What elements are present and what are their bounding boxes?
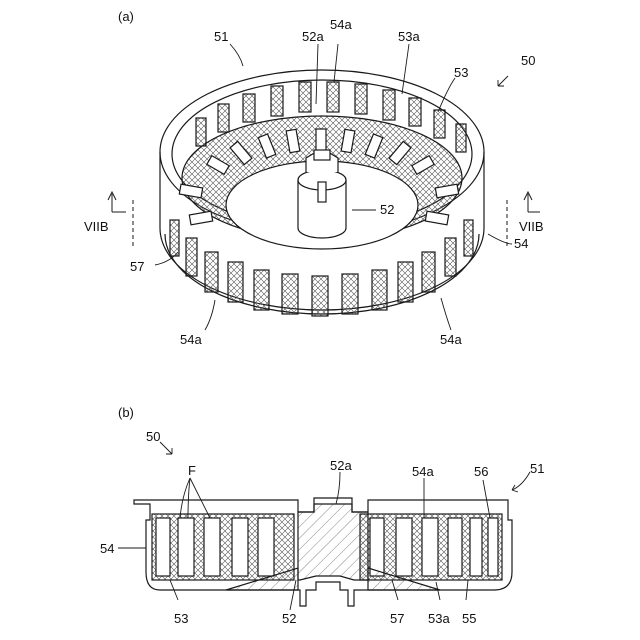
label-F: F xyxy=(188,464,196,478)
label-53a: 53a xyxy=(398,30,420,44)
label-52a-bottom: 52a xyxy=(330,459,352,473)
cross-section-view xyxy=(134,498,512,606)
label-52: 52 xyxy=(380,203,394,217)
panel-label-b: (b) xyxy=(118,406,134,420)
label-54a-bottom: 54a xyxy=(412,465,434,479)
label-54a-left: 54a xyxy=(180,333,202,347)
label-52-bottom: 52 xyxy=(282,612,296,626)
section-label-right: VIIB xyxy=(519,220,544,234)
label-52a: 52a xyxy=(302,30,324,44)
boss-section xyxy=(298,504,368,580)
label-54: 54 xyxy=(514,237,528,251)
label-55: 55 xyxy=(462,612,476,626)
label-53a-bottom: 53a xyxy=(428,612,450,626)
label-54-bottom: 54 xyxy=(100,542,114,556)
label-57-bottom: 57 xyxy=(390,612,404,626)
label-54a-right: 54a xyxy=(440,333,462,347)
perspective-view xyxy=(160,70,484,316)
label-57-top: 57 xyxy=(130,260,144,274)
section-label-left: VIIB xyxy=(84,220,109,234)
label-50-top: 50 xyxy=(521,54,535,68)
label-53-bottom: 53 xyxy=(174,612,188,626)
label-56: 56 xyxy=(474,465,488,479)
label-51: 51 xyxy=(214,30,228,44)
panel-label-a: (a) xyxy=(118,10,134,24)
label-51-bottom: 51 xyxy=(530,462,544,476)
label-50-bottom: 50 xyxy=(146,430,160,444)
label-54a-top: 54a xyxy=(330,18,352,32)
label-53: 53 xyxy=(454,66,468,80)
